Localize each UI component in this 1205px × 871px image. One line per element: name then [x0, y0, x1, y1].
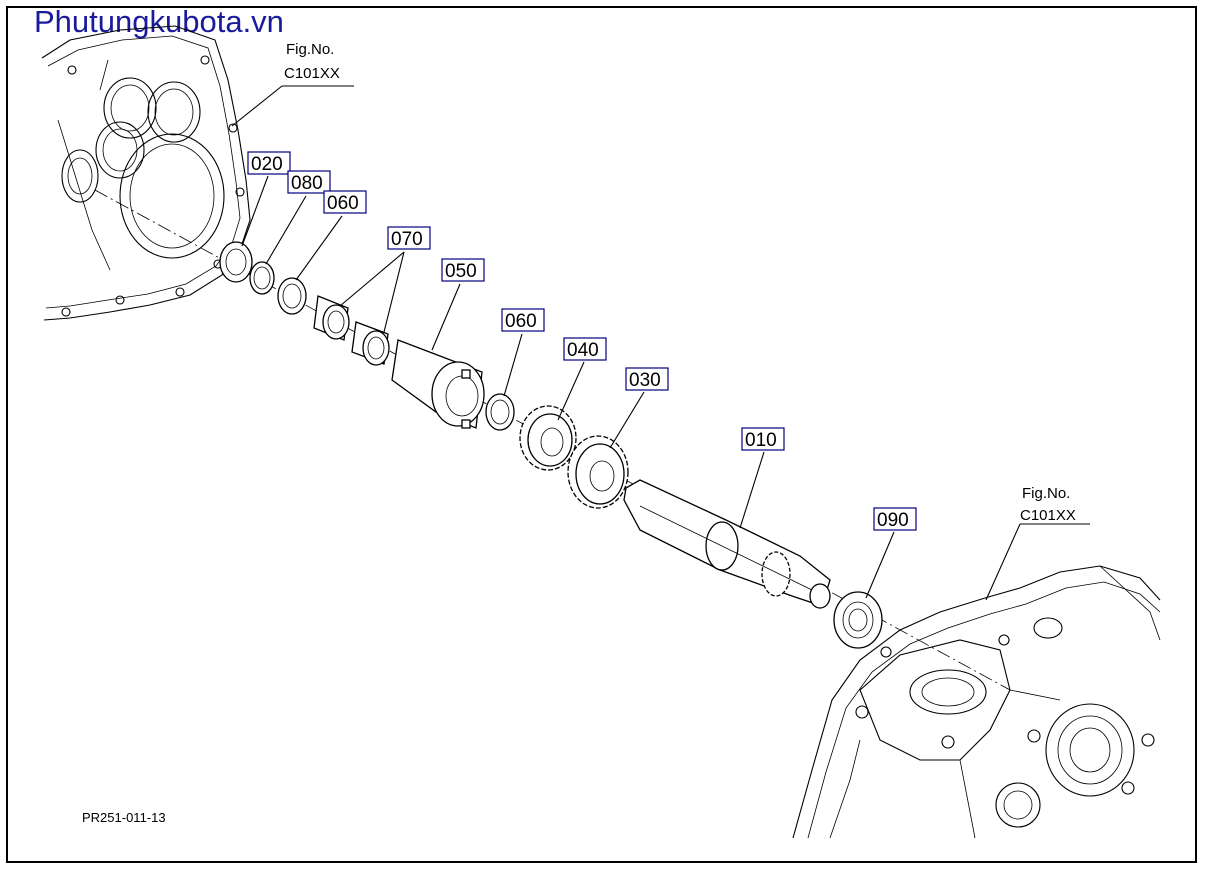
bearing-090	[833, 591, 883, 649]
fig-ref-label-right: Fig.No.	[1022, 485, 1070, 502]
svg-text:020: 020	[251, 154, 283, 175]
svg-text:050: 050	[445, 261, 477, 282]
brand-watermark: Phutungkubota.vn	[34, 4, 284, 39]
ring-060-right	[485, 393, 515, 431]
svg-text:010: 010	[745, 430, 777, 451]
svg-text:070: 070	[391, 229, 423, 250]
leader-lines	[231, 85, 1090, 601]
ring-080	[249, 261, 275, 295]
callout-090: 090	[873, 507, 917, 531]
svg-text:060: 060	[327, 193, 359, 214]
svg-text:040: 040	[567, 340, 599, 361]
callout-070: 070	[387, 226, 431, 250]
callout-020: 020	[247, 151, 291, 175]
gear-040	[519, 405, 577, 471]
shaft-010	[623, 479, 831, 609]
callout-050: 050	[441, 258, 485, 282]
right-housing	[792, 565, 1161, 839]
callout-080: 080	[287, 170, 331, 194]
drawing-code: PR251-011-13	[82, 810, 166, 825]
svg-text:080: 080	[291, 173, 323, 194]
needle-bearing-070b	[351, 321, 390, 366]
callout-060-lower: 060	[501, 308, 545, 332]
left-housing	[41, 25, 251, 321]
fig-ref-label-left: Fig.No.	[286, 41, 334, 58]
svg-text:090: 090	[877, 510, 909, 531]
sleeve-050	[391, 339, 485, 429]
svg-text:030: 030	[629, 370, 661, 391]
drawing-frame	[6, 6, 1197, 863]
callout-040: 040	[563, 337, 607, 361]
callout-060-upper: 060	[323, 190, 367, 214]
gear-030	[567, 435, 629, 509]
callout-030: 030	[625, 367, 669, 391]
fig-ref-code-right: C101XX	[1020, 507, 1076, 524]
fig-ref-code-left: C101XX	[284, 65, 340, 82]
needle-bearing-070a	[313, 295, 350, 341]
bearing-020	[219, 241, 253, 283]
ring-060-left	[277, 277, 307, 315]
callout-010: 010	[741, 427, 785, 451]
svg-text:060: 060	[505, 311, 537, 332]
